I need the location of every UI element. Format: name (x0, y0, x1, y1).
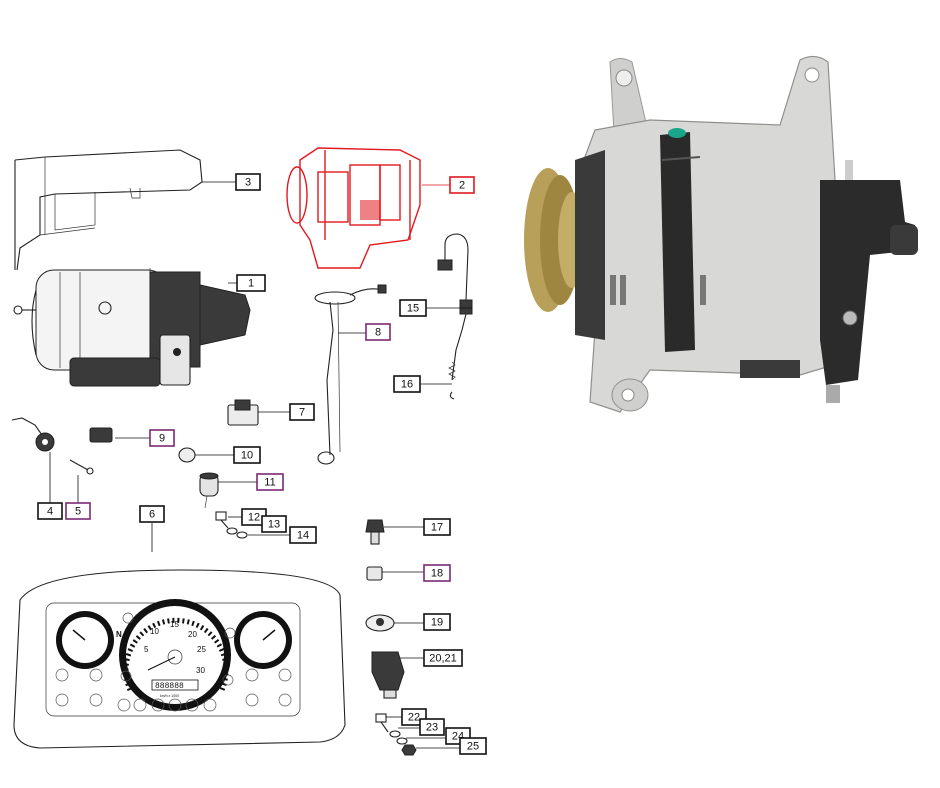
callout-text-8: 8 (375, 327, 381, 339)
callout-3: 3 (235, 173, 261, 191)
callout-1: 1 (236, 274, 266, 292)
callout-text-10: 10 (241, 450, 253, 462)
callout-text-12: 12 (248, 512, 260, 524)
callout-box-4 (37, 502, 63, 520)
callout-13: 13 (261, 515, 287, 533)
callout-text-7: 7 (299, 407, 305, 419)
part-8-fuel-sender (314, 284, 387, 465)
callout-16: 16 (393, 375, 421, 393)
callout-text-1: 1 (248, 278, 254, 290)
callout-box-6 (139, 505, 165, 523)
callout-text-18: 18 (431, 568, 443, 580)
callout-10: 10 (233, 446, 261, 464)
part-22-25-bolts-washers (375, 713, 460, 756)
callout-text-11: 11 (264, 477, 275, 489)
callout-text-20: 20,21 (429, 653, 457, 665)
part-15-16-cable-spring (400, 233, 473, 400)
callout-25: 25 (459, 737, 487, 755)
part-18-relay (366, 566, 424, 581)
callout-text-3: 3 (245, 177, 251, 189)
callout-text-25: 25 (467, 741, 479, 753)
part-19-sensor (365, 614, 424, 632)
callout-box-8 (365, 323, 391, 341)
callout-text-14: 14 (297, 530, 309, 542)
dash-unit: km/h x 1000 (160, 694, 179, 698)
callout-9: 9 (149, 429, 175, 447)
part-10-11-bulb-coil (178, 447, 257, 509)
callout-box-14 (289, 526, 317, 544)
callout-box-2 (449, 176, 475, 194)
callout-8: 8 (365, 323, 391, 341)
alternator-photo (524, 55, 918, 413)
callout-17: 17 (423, 518, 451, 536)
callout-18: 18 (423, 564, 451, 582)
callout-text-6: 6 (149, 509, 155, 521)
dash-tick-20: 20 (188, 630, 197, 639)
callout-20: 20,21 (423, 649, 463, 667)
callout-4: 4 (37, 502, 63, 520)
dash-tick-5: 5 (144, 645, 149, 654)
callout-box-11 (256, 473, 284, 491)
callout-11: 11 (256, 473, 284, 491)
callout-text-5: 5 (75, 506, 81, 518)
callout-box-20 (423, 649, 463, 667)
callout-box-19 (423, 613, 451, 631)
callout-5: 5 (65, 502, 91, 520)
callout-2: 2 (449, 176, 475, 194)
callout-23: 23 (419, 718, 445, 736)
callout-box-7 (289, 403, 315, 421)
dash-tick-15: 15 (170, 620, 179, 629)
dash-tick-10: 10 (150, 627, 159, 636)
callout-box-25 (459, 737, 487, 755)
callout-text-23: 23 (426, 722, 438, 734)
callout-text-13: 13 (268, 519, 280, 531)
dash-gear-letter: N (116, 630, 122, 639)
callout-6: 6 (139, 505, 165, 523)
callout-box-17 (423, 518, 451, 536)
callout-19: 19 (423, 613, 451, 631)
callout-box-3 (235, 173, 261, 191)
part-9-relay (89, 427, 150, 443)
callout-box-10 (233, 446, 261, 464)
callout-15: 15 (399, 299, 427, 317)
callout-text-17: 17 (431, 522, 443, 534)
part-4-5-sensor-screw (11, 417, 94, 503)
callout-text-15: 15 (407, 303, 419, 315)
part-17-sensor (365, 519, 424, 545)
part-6-instrument-cluster (13, 523, 346, 749)
callout-12: 12 (241, 508, 267, 526)
part-7-switch (227, 399, 290, 426)
callout-box-16 (393, 375, 421, 393)
callout-text-4: 4 (47, 506, 53, 518)
part-20-21-switch (371, 651, 424, 699)
callout-box-13 (261, 515, 287, 533)
callout-text-19: 19 (431, 617, 443, 629)
part-2-alternator-highlight (286, 147, 450, 269)
callout-box-15 (399, 299, 427, 317)
callout-box-1 (236, 274, 266, 292)
callout-text-2: 2 (459, 180, 465, 192)
callout-text-9: 9 (159, 433, 165, 445)
callout-box-18 (423, 564, 451, 582)
callout-text-22: 22 (408, 712, 420, 724)
callout-14: 14 (289, 526, 317, 544)
callout-text-16: 16 (401, 379, 413, 391)
part-1-starter-motor (13, 268, 251, 387)
callout-box-9 (149, 429, 175, 447)
part-3-cover (14, 149, 236, 271)
callout-box-23 (419, 718, 445, 736)
callout-7: 7 (289, 403, 315, 421)
dash-tick-25: 25 (197, 645, 206, 654)
callout-box-5 (65, 502, 91, 520)
dash-odometer: 888888 (155, 682, 184, 691)
warning-light-icons (55, 612, 292, 712)
dash-tick-30: 30 (196, 666, 205, 675)
